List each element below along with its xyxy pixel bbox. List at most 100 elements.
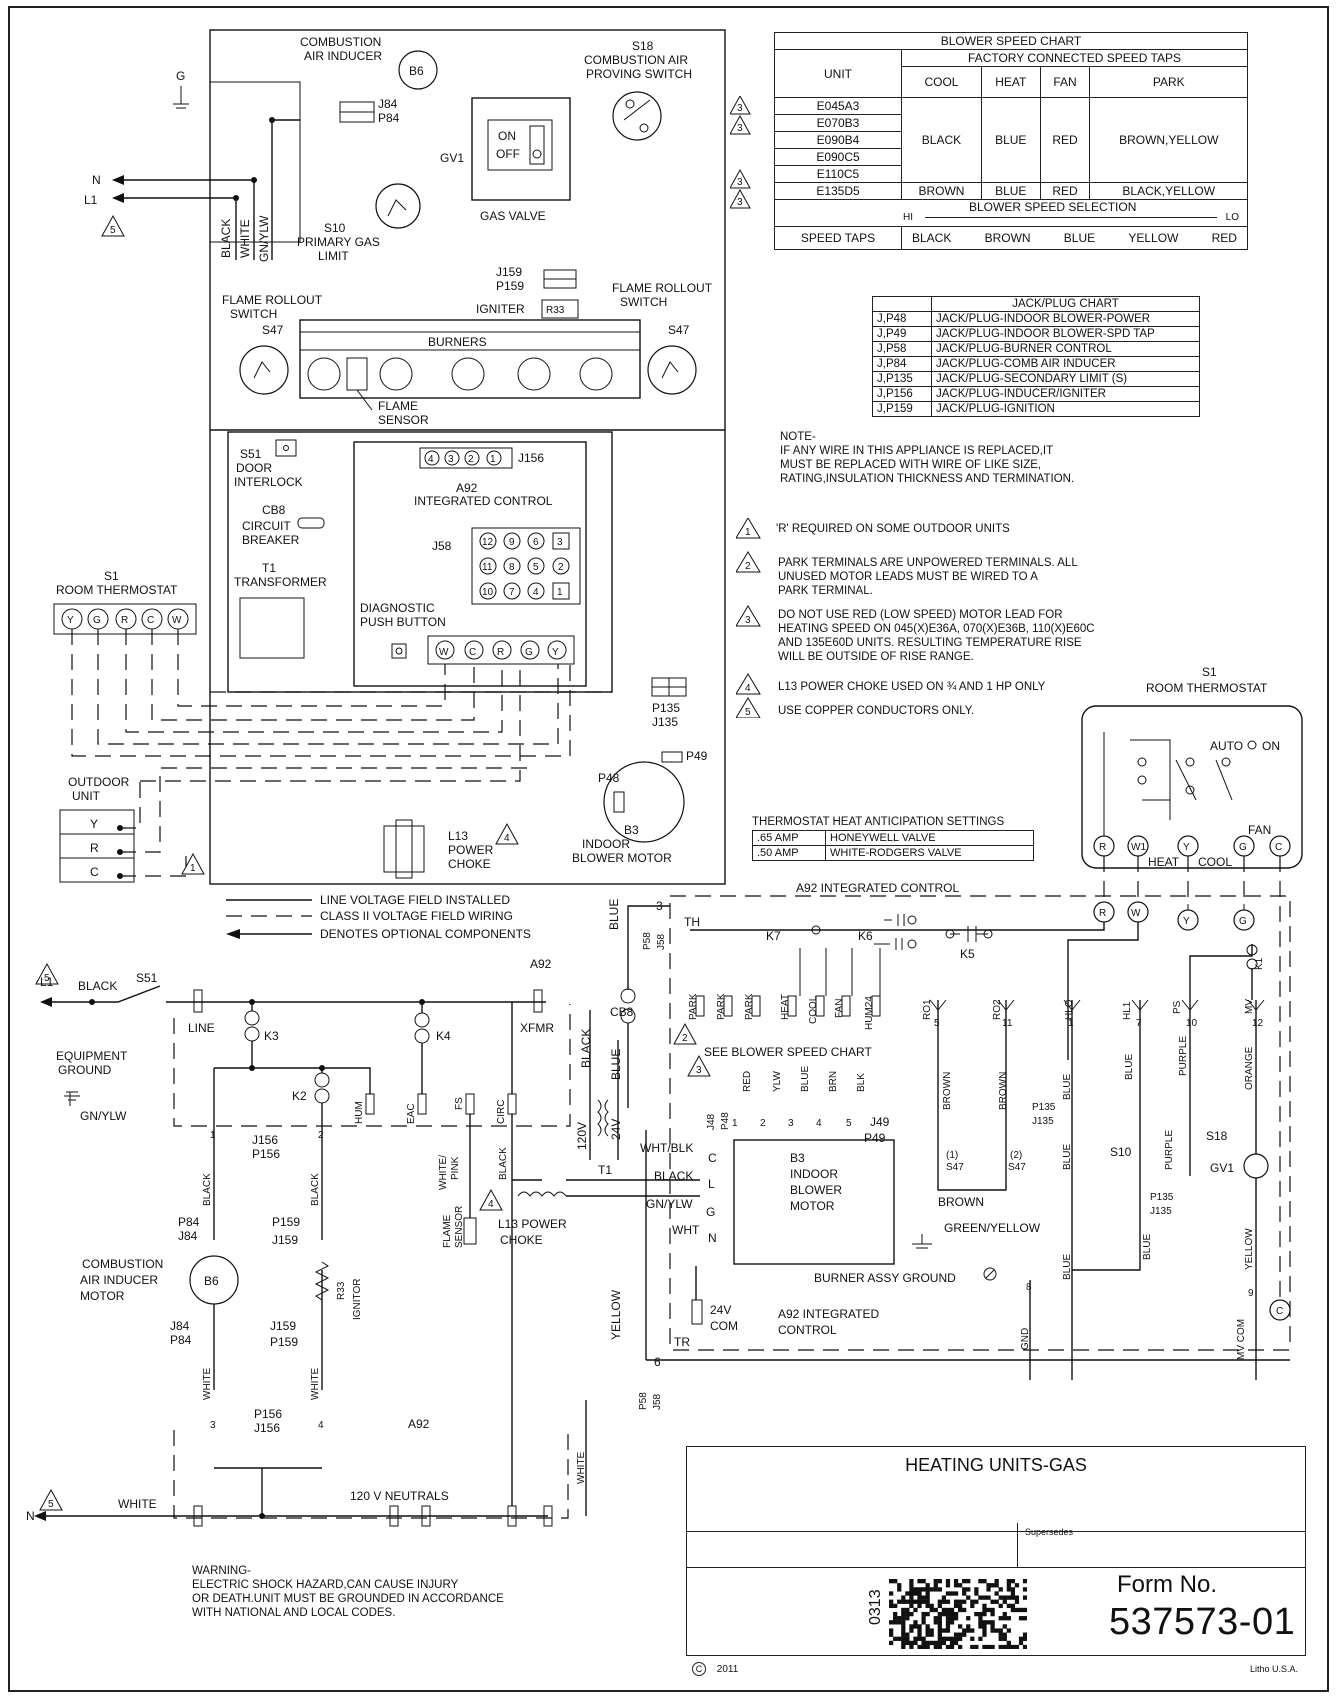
barcode-cell <box>986 1587 991 1592</box>
barcode-cell <box>905 1640 910 1646</box>
svg-text:4: 4 <box>488 1199 494 1210</box>
svg-text:1: 1 <box>745 527 751 538</box>
date-code: 0313 <box>867 1589 884 1625</box>
b3-blower-motor-symbol <box>603 761 685 843</box>
a92-lower-label: A92 <box>530 957 552 971</box>
flame-sensor-lower-2: SENSOR <box>454 1206 465 1248</box>
term-fan: FAN <box>834 999 845 1018</box>
barcode-cell <box>1018 1636 1024 1641</box>
barcode-cell <box>990 1644 995 1649</box>
anticipation-title: THERMOSTAT HEAT ANTICIPATION SETTINGS <box>752 816 1005 828</box>
fs-label: FS <box>454 1097 465 1110</box>
barcode-cell <box>949 1616 955 1621</box>
barcode-cell <box>990 1624 995 1629</box>
barcode-cell <box>889 1591 894 1596</box>
p156-bottom-label: P156 <box>254 1407 282 1421</box>
svg-text:C: C <box>147 615 154 626</box>
l1-lower-label: L1 <box>40 975 54 989</box>
line-label: LINE <box>188 1021 215 1035</box>
svg-text:R: R <box>90 841 99 855</box>
antic-row-1-valve: WHITE-RODGERS VALVE <box>825 845 1034 861</box>
barcode-cell <box>966 1624 971 1629</box>
svg-text:W: W <box>1131 908 1141 919</box>
gas-valve-box <box>471 97 571 201</box>
barcode-cell <box>978 1579 983 1584</box>
j48-label: J48 <box>706 1113 717 1130</box>
note-line-1: MUST BE REPLACED WITH WIRE OF LIKE SIZE, <box>780 459 1042 471</box>
barcode-cell <box>933 1640 938 1646</box>
barcode-cell <box>1002 1599 1007 1604</box>
t1-label: T1 <box>262 561 276 575</box>
k3-label: K3 <box>264 1029 279 1043</box>
plug-pin-number: 1 <box>1068 1018 1074 1029</box>
a92-ic-label: A92 INTEGRATED CONTROL <box>796 881 959 895</box>
barcode-cell <box>917 1595 922 1600</box>
barcode-cell <box>889 1640 894 1646</box>
gv1-lower-label: GV1 <box>1210 1161 1234 1175</box>
chart-note-triangles: 3 3 3 3 <box>730 96 751 209</box>
r33-label: R33 <box>546 305 565 316</box>
jack-row-4-desc: JACK/PLUG-SECONDARY LIMIT (S) <box>931 371 1200 387</box>
barcode-cell <box>998 1616 1003 1621</box>
svg-text:G: G <box>93 615 101 626</box>
b6-label: B6 <box>409 64 424 78</box>
svg-text:1: 1 <box>210 1130 216 1141</box>
control-terminal <box>751 995 761 1017</box>
fan-label: FAN <box>1248 823 1271 837</box>
g1-cool: BLACK <box>901 97 982 183</box>
barcode-cell <box>897 1583 902 1588</box>
barcode-cell <box>937 1636 942 1641</box>
note4-triangle-choke: 4 <box>495 822 519 845</box>
barcode-cell <box>953 1632 959 1637</box>
barcode-cell <box>901 1628 906 1633</box>
barcode-cell <box>962 1607 967 1613</box>
hdr-fan: FAN <box>1039 66 1091 98</box>
jack-row-3-id: J,P84 <box>872 356 932 372</box>
barcode-cell <box>1002 1595 1007 1600</box>
barcode-cell <box>897 1587 902 1592</box>
barcode-cell <box>933 1616 938 1621</box>
barcode-cell <box>937 1611 942 1617</box>
svg-text:G: G <box>1239 842 1247 853</box>
barcode-cell <box>905 1607 910 1613</box>
barcode-cell <box>889 1628 894 1633</box>
barcode-cell <box>1006 1587 1011 1592</box>
barcode-cell <box>901 1624 906 1629</box>
barcode-cell <box>982 1603 987 1609</box>
svg-text:2: 2 <box>745 561 751 572</box>
p135-lower-label: P135 <box>1032 1102 1056 1113</box>
barcode-cell <box>889 1579 894 1584</box>
barcode-cell <box>929 1628 934 1633</box>
supersedes-label: Supersedes <box>1025 1527 1074 1537</box>
g1-fan: RED <box>1039 97 1091 183</box>
heat-anticipation-settings: THERMOSTAT HEAT ANTICIPATION SETTINGS .6… <box>752 816 1034 861</box>
barcode-cell <box>1014 1599 1020 1604</box>
barcode-cell <box>897 1620 902 1625</box>
barcode-cell <box>998 1632 1003 1637</box>
door-label: DOOR <box>236 461 272 475</box>
cai-motor-label-3: MOTOR <box>80 1289 125 1303</box>
barcode-cell <box>917 1624 922 1629</box>
note1-triangle-outdoor: 1 <box>181 852 205 875</box>
barcode-cell <box>953 1616 959 1621</box>
jack-row-5-id: J,P156 <box>872 386 932 402</box>
eac-label: EAC <box>406 1103 417 1124</box>
svg-text:9: 9 <box>1248 1288 1254 1299</box>
barcode-cell <box>1002 1632 1007 1637</box>
litho-label: Litho U.S.A. <box>1250 1664 1299 1674</box>
p49-lower-label: P49 <box>864 1131 886 1145</box>
barcode-cell <box>925 1640 930 1646</box>
b6-lower-label: B6 <box>204 1274 219 1288</box>
svg-text:6: 6 <box>533 537 539 548</box>
barcode-cell <box>966 1616 971 1621</box>
jack-row-3-desc: JACK/PLUG-COMB AIR INDUCER <box>931 356 1200 372</box>
barcode-cell <box>978 1620 983 1625</box>
flame-rollout-right: FLAME ROLLOUT <box>612 281 713 295</box>
barcode-cell <box>921 1636 926 1641</box>
note-3-line-1: HEATING SPEED ON 045(X)E36A, 070(X)E36B,… <box>778 623 1095 635</box>
hdr-cool: COOL <box>901 66 982 98</box>
wire-gnylw: GN/YLW <box>257 215 271 262</box>
24v-label: 24V <box>609 1119 623 1140</box>
barcode-cell <box>986 1644 991 1649</box>
barcode-cell <box>921 1595 926 1600</box>
